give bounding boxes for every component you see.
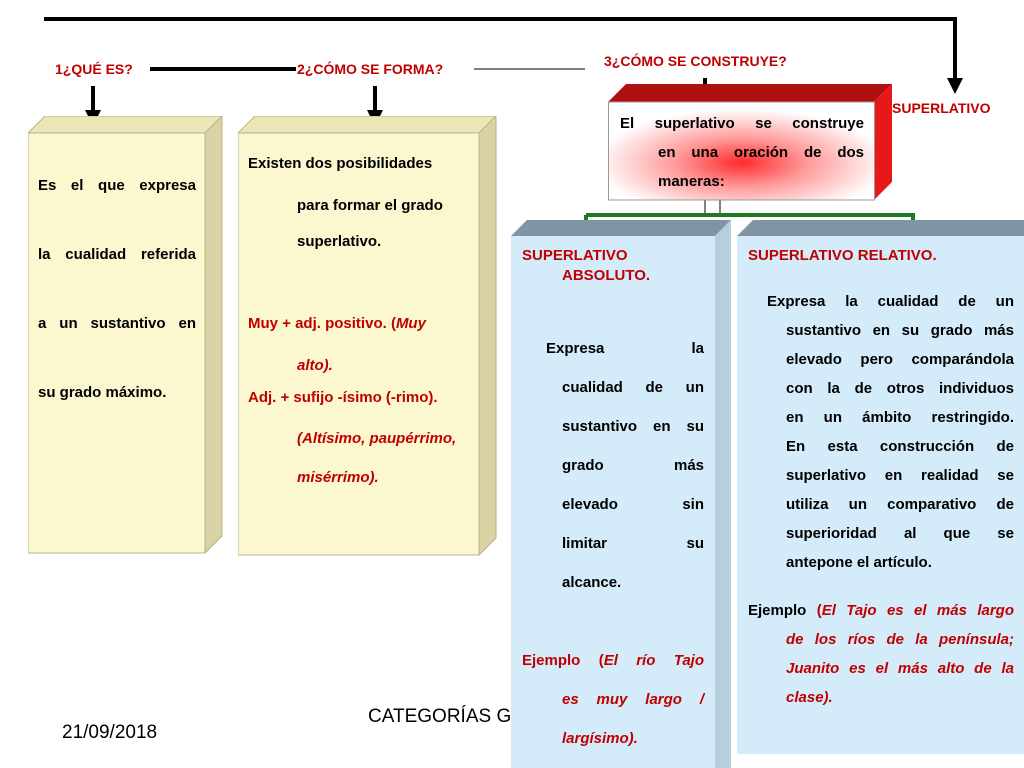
box-como-construye-line: El superlativo se construye — [620, 115, 864, 132]
absoluto-title-cont: ABSOLUTO. — [562, 267, 651, 284]
relativo-example-label: Ejemplo — [748, 602, 817, 619]
absoluto-example: Ejemplo (El río Tajo — [522, 651, 704, 671]
formula-muy-example: Muy — [395, 315, 426, 332]
formula-muy: Muy + adj. positivo. (Muy — [248, 314, 476, 334]
heading-superlativo: SUPERLATIVO — [892, 100, 991, 116]
box-como-forma-text: Existen dos posibilidades para formar el… — [248, 154, 476, 488]
box-como-forma-shape — [238, 116, 497, 557]
absoluto-example-label: Ejemplo ( — [522, 652, 604, 669]
relativo-line: utiliza un comparativo de — [786, 496, 1014, 513]
box-como-construye-text: El superlativo se construye en una oraci… — [620, 114, 864, 192]
box-como-forma-line: Existen dos posibilidades — [248, 155, 433, 172]
absoluto-example-cont: largísimo). — [562, 730, 638, 747]
box-que-es-line: su grado máximo. — [38, 384, 167, 401]
heading-que-es: 1¿QUÉ ES? — [55, 61, 133, 77]
absoluto-line: sustantivo en su — [562, 418, 704, 435]
relativo-line: sustantivo en su grado más — [786, 322, 1014, 339]
box-absoluto-text: SUPERLATIVO ABSOLUTO. Expresa la cualida… — [522, 246, 704, 749]
relativo-example-cont: de los ríos de la península; — [786, 631, 1014, 648]
absoluto-line: elevado sin — [562, 496, 704, 513]
footer-title: CATEGORÍAS G — [368, 706, 512, 727]
relativo-title: SUPERLATIVO RELATIVO. — [748, 247, 937, 264]
box-como-construye-shape — [608, 84, 892, 201]
box-que-es-shape — [28, 116, 223, 555]
absoluto-example-cont: es muy largo / — [562, 691, 704, 708]
top-connector — [44, 17, 963, 94]
relativo-line: con la de otros individuos — [786, 380, 1014, 397]
box-como-forma-line: superlativo. — [297, 233, 382, 250]
box-relativo-text: SUPERLATIVO RELATIVO. Expresa la cualida… — [748, 246, 1014, 708]
relativo-example-cont: Juanito es el más alto de la — [786, 660, 1014, 677]
absoluto-line: grado más — [562, 457, 704, 474]
formula-muy-example-cont: alto). — [297, 357, 333, 374]
absoluto-line: Expresa la — [546, 340, 704, 357]
absoluto-example-text: El río Tajo — [603, 652, 704, 669]
absoluto-title: SUPERLATIVO — [522, 247, 628, 264]
absoluto-line: limitar su — [562, 535, 704, 552]
heading-como-forma: 2¿CÓMO SE FORMA? — [297, 61, 444, 77]
relativo-example-open: ( — [816, 602, 822, 619]
absoluto-line: cualidad de un — [562, 379, 704, 396]
relativo-line: superioridad al que se — [786, 525, 1014, 542]
relativo-example: Ejemplo (El Tajo es el más largo — [748, 601, 1014, 621]
relativo-example-cont: clase). — [786, 689, 833, 706]
relativo-line: en un ámbito restringido. — [786, 409, 1014, 426]
absoluto-line: alcance. — [562, 574, 622, 591]
formula-sufijo-example-cont: misérrimo). — [297, 469, 379, 486]
formula-muy-text: Muy + adj. positivo. ( — [248, 315, 396, 332]
heading-como-construye: 3¿CÓMO SE CONSTRUYE? — [604, 53, 787, 69]
relativo-line: elevado pero comparándola — [786, 351, 1014, 368]
relativo-example-text: El Tajo es el más largo — [821, 602, 1014, 619]
footer-date: 21/09/2018 — [62, 722, 158, 743]
box-absoluto-shape — [511, 220, 731, 768]
formula-sufijo: Adj. + sufijo -ísimo (-rimo). — [248, 389, 438, 406]
relativo-line: superlativo en realidad se — [786, 467, 1014, 484]
relativo-body: Expresa la cualidad de un sustantivo en … — [748, 292, 1014, 573]
relativo-line: Expresa la cualidad de un — [767, 293, 1014, 310]
box-que-es-line: Es el que expresa — [38, 177, 196, 194]
box-como-construye-line: maneras: — [658, 173, 725, 190]
box-como-construye-line: en una oración de dos — [658, 144, 864, 161]
box-que-es-line: a un sustantivo en — [38, 315, 196, 332]
absoluto-body: Expresa la cualidad de un sustantivo en … — [522, 339, 704, 593]
relativo-line: antepone el artículo. — [786, 554, 932, 571]
box-que-es-line: la cualidad referida — [38, 246, 196, 263]
box-como-forma-line: para formar el grado — [297, 197, 443, 214]
box-relativo-shape — [737, 220, 1024, 754]
relativo-line: En esta construcción de — [786, 438, 1014, 455]
formula-sufijo-example: (Altísimo, paupérrimo, — [297, 430, 457, 447]
box-que-es-text: Es el que expresa la cualidad referida a… — [38, 176, 196, 403]
